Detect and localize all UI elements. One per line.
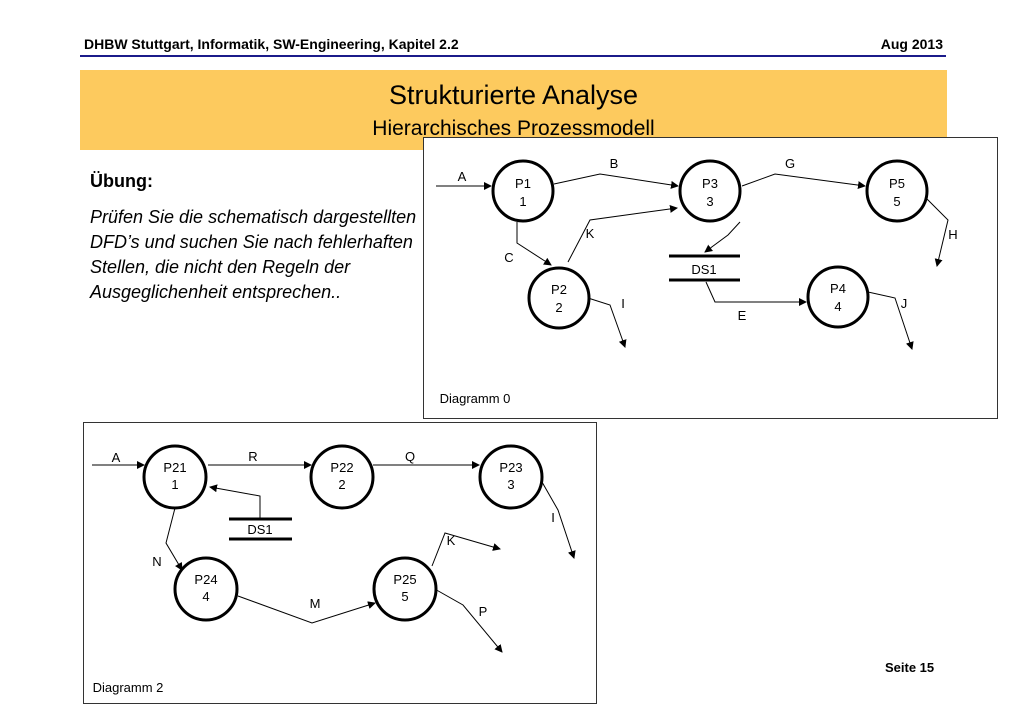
- p25-name: P25: [393, 572, 416, 587]
- p2-number: 2: [555, 300, 562, 315]
- exercise-text: Prüfen Sie die schematisch dargestellten…: [90, 207, 417, 302]
- exercise-heading: Übung:: [90, 171, 153, 191]
- flow-j: [867, 291, 914, 350]
- diagram-2-frame: [83, 422, 597, 704]
- header-date: Aug 2013: [880, 36, 943, 52]
- diagram-2-caption: Diagramm 2: [93, 680, 164, 695]
- flow-ds1-p21: [209, 484, 261, 518]
- title-banner: [80, 70, 947, 150]
- ds1-2-label: DS1: [247, 522, 272, 537]
- flow-k-2: [431, 532, 501, 567]
- flow-i: [587, 297, 627, 348]
- flow-label-c: C: [504, 250, 513, 265]
- process-p5: [865, 159, 929, 223]
- flow-m: [237, 595, 376, 624]
- p23-name: P23: [499, 460, 522, 475]
- flow-e: [705, 281, 807, 306]
- flow-label-q: Q: [405, 449, 415, 464]
- diagram-0: [436, 159, 949, 350]
- p21-name: P21: [163, 460, 186, 475]
- p5-name: P5: [889, 176, 905, 191]
- diagram-0-labels: P1 1 P3 3 P5 5 P2 2 P4 4 DS1 A B C E G H…: [440, 156, 958, 406]
- flow-label-k-2: K: [447, 533, 456, 548]
- flow-g: [741, 173, 866, 190]
- flow-label-i: I: [621, 296, 625, 311]
- diagram-0-caption: Diagramm 0: [440, 391, 511, 406]
- flow-label-g: G: [785, 156, 795, 171]
- flow-label-r: R: [248, 449, 257, 464]
- p21-number: 1: [171, 477, 178, 492]
- p2-name: P2: [551, 282, 567, 297]
- p24-name: P24: [194, 572, 217, 587]
- ds1-label: DS1: [691, 262, 716, 277]
- flow-label-n: N: [152, 554, 161, 569]
- flow-h: [924, 196, 949, 267]
- flow-label-i-2: I: [551, 510, 555, 525]
- process-p1: [491, 159, 555, 223]
- process-p3: [678, 159, 742, 223]
- flow-label-a-2: A: [112, 450, 121, 465]
- p25-number: 5: [401, 589, 408, 604]
- p4-number: 4: [834, 299, 841, 314]
- flow-i-2: [541, 481, 576, 559]
- flow-label-p: P: [479, 604, 488, 619]
- p5-number: 5: [893, 194, 900, 209]
- flow-p: [432, 587, 503, 653]
- flow-k: [567, 204, 678, 263]
- flow-label-b: B: [610, 156, 619, 171]
- p24-number: 4: [202, 589, 209, 604]
- header-divider: [80, 55, 946, 57]
- slide-subtitle: Hierarchisches Prozessmodell: [372, 117, 655, 140]
- flow-label-a: A: [458, 169, 467, 184]
- p3-number: 3: [706, 194, 713, 209]
- flow-label-j: J: [901, 296, 908, 311]
- process-p25: [372, 556, 438, 622]
- flow-label-m: M: [310, 596, 321, 611]
- diagram-2: [92, 444, 576, 653]
- diagram-2-labels: P21 1 P22 2 P23 3 P24 4 P25 5 DS1 A R Q …: [93, 449, 555, 695]
- flow-n: [165, 507, 183, 571]
- flow-ds1-p3: [704, 221, 741, 253]
- header-course-title: DHBW Stuttgart, Informatik, SW-Engineeri…: [84, 36, 459, 52]
- flow-b: [553, 173, 679, 189]
- flow-c: [516, 222, 552, 266]
- p22-name: P22: [330, 460, 353, 475]
- slide-title: Strukturierte Analyse: [388, 80, 639, 110]
- process-p23: [478, 444, 544, 510]
- page-number: Seite 15: [885, 660, 935, 675]
- process-p22: [309, 444, 375, 510]
- process-p21: [142, 444, 208, 510]
- process-p2: [527, 266, 591, 330]
- p3-name: P3: [702, 176, 718, 191]
- p23-number: 3: [507, 477, 514, 492]
- process-p24: [173, 556, 239, 622]
- flow-label-k: K: [586, 226, 595, 241]
- p1-name: P1: [515, 176, 531, 191]
- flow-label-e: E: [738, 308, 747, 323]
- p4-name: P4: [830, 281, 846, 296]
- flow-label-h: H: [948, 227, 957, 242]
- p1-number: 1: [519, 194, 526, 209]
- p22-number: 2: [338, 477, 345, 492]
- process-p4: [806, 265, 870, 329]
